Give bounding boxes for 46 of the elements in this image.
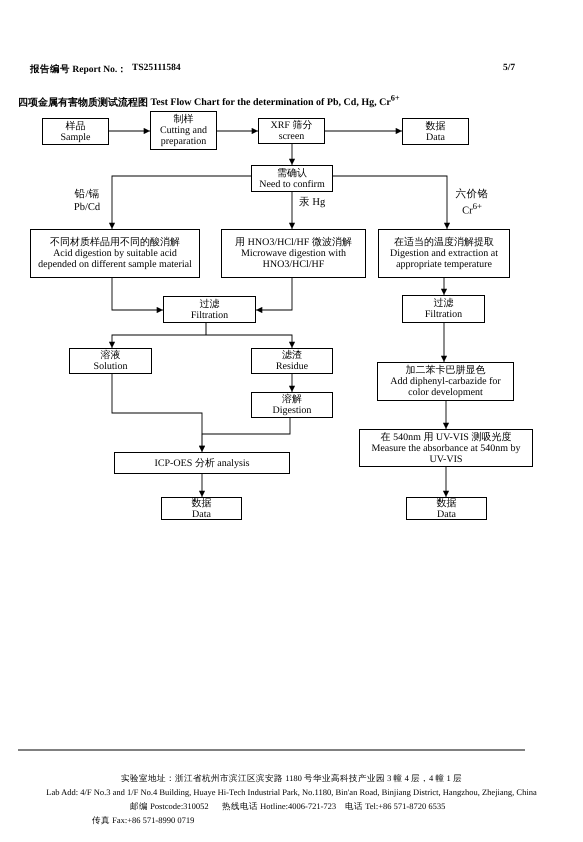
process-box: 溶液 Solution	[69, 348, 152, 374]
process-box: 用 HNO3/HCl/HF 微波消解 Microwave digestion with HNO3/HCl/HF	[221, 229, 366, 278]
process-box: 加二苯卡巴肼显色 Add diphenyl-carbazide for color development	[377, 362, 514, 401]
process-box: 制样 Cutting and preparation	[150, 111, 217, 150]
process-box: 不同材质样品用不同的酸消解 Acid digestion by suitable acid depended on different sample material	[30, 229, 200, 278]
process-box: XRF 筛分 screen	[258, 118, 325, 144]
chart-title: 四项金属有害物质测试流程图 Test Flow Chart for the determination of Pb, Cd, Hg, Cr$^{6+}$	[18, 94, 400, 110]
process-box: 在 540nm 用 UV-VIS 测吸光度 Measure the absorbance at 540nm by UV-VIS	[359, 429, 533, 467]
footer-text: 电话 Tel:+86 571-8720 6535	[345, 801, 446, 813]
process-box: 数据 Data	[402, 118, 469, 145]
process-box: 过滤 Filtration	[402, 295, 485, 323]
process-box: 滤渣 Residue	[251, 348, 333, 374]
footer-text: 传真 Fax:+86 571-8990 0719	[92, 815, 194, 827]
process-box: 溶解 Digestion	[251, 392, 333, 418]
footer-text: Lab Add: 4/F No.3 and 1/F No.4 Building, Huaye Hi-Tech Industrial Park, No.1180, Bin'an Road, Binjiang District, Hangzhou, Zhejiang, China	[45, 787, 538, 797]
arrow	[216, 128, 258, 134]
process-box: 样品 Sample	[42, 118, 109, 145]
footer-text: 邮编 Postcode:310052	[130, 801, 209, 813]
arrow	[332, 176, 450, 230]
process-box: 数据 Data	[161, 497, 242, 520]
arrow	[288, 144, 296, 166]
arrow	[108, 128, 150, 134]
arrow	[256, 278, 292, 314]
arrow	[288, 192, 296, 230]
header-text: TS25111584	[132, 63, 181, 73]
arrow	[442, 466, 450, 498]
arrow	[108, 176, 252, 230]
header-text: 报告编号 Report No.：	[30, 63, 128, 76]
process-box: 需确认 Need to confirm	[251, 165, 333, 192]
arrow	[112, 278, 164, 314]
header-text: 5/7	[503, 63, 516, 73]
arrow	[198, 418, 290, 452]
footer-text: 热线电话 Hotline:4006-721-723	[222, 801, 336, 813]
edge-label: 汞 Hg	[297, 196, 327, 210]
process-box: 数据 Data	[406, 497, 487, 520]
process-box: 过滤 Filtration	[163, 296, 256, 323]
process-box: ICP-OES 分析 analysis	[114, 452, 290, 474]
footer-text: 实验室地址：浙江省杭州市滨江区滨安路 1180 号华业高科技产业园 3 幢 4 层，4 幢 1 层	[120, 773, 463, 785]
arrow	[440, 278, 448, 296]
arrow	[198, 474, 206, 498]
arrow	[440, 322, 448, 362]
process-box: 在适当的温度消解提取 Digestion and extraction at appropriate temperature	[378, 229, 510, 278]
arrow	[288, 374, 296, 392]
arrow	[442, 400, 450, 430]
arrow	[324, 128, 402, 134]
arrow	[206, 322, 296, 348]
